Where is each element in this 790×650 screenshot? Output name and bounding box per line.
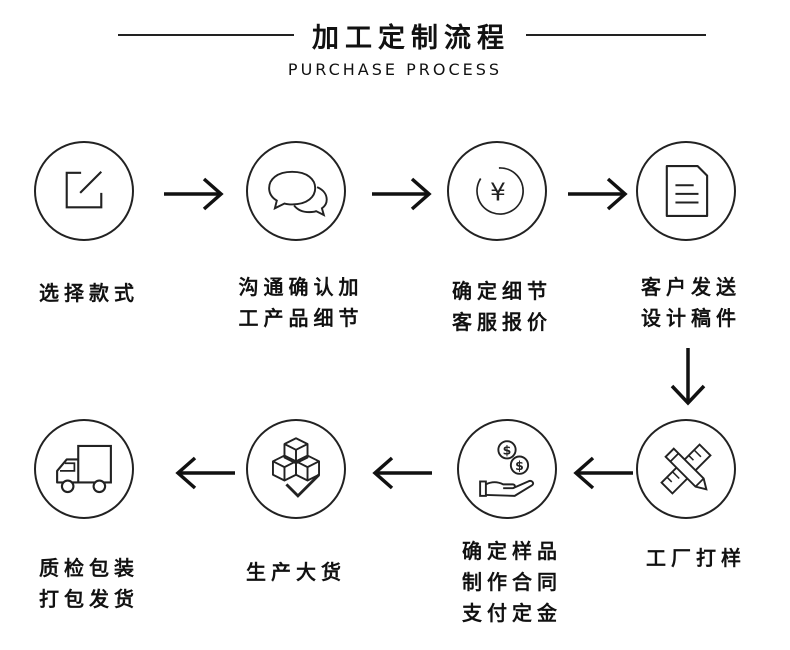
page-subtitle: PURCHASE PROCESS [287, 60, 503, 79]
yen-symbol: ¥ [490, 178, 506, 207]
ruler-pencil-icon [660, 443, 712, 495]
step-8-line-1: 质检包装 [39, 556, 139, 580]
step-8-line-2: 打包发货 [39, 587, 139, 611]
step-6-line-2: 制作合同 [462, 570, 562, 594]
step-4-circle [636, 141, 736, 241]
step-2-label: 沟通确认加 工产品细节 [226, 272, 376, 334]
step-4-line-1: 客户发送 [641, 275, 741, 299]
step-1-circle [34, 141, 134, 241]
step-3-label: 确定细节 客服报价 [437, 276, 567, 338]
step-7-circle [246, 419, 346, 519]
step-6-label: 确定样品 制作合同 支付定金 [442, 536, 582, 629]
step-1-label: 选择款式 [24, 278, 154, 309]
step-3-line-1: 确定细节 [452, 279, 552, 303]
step-4-line-2: 设计稿件 [641, 306, 741, 330]
step-2-line-2: 工产品细节 [238, 306, 364, 330]
step-1-line-1: 选择款式 [39, 281, 139, 305]
svg-text:$: $ [503, 443, 512, 458]
step-4-label: 客户发送 设计稿件 [626, 272, 756, 334]
step-8-circle [34, 419, 134, 519]
step-3-line-2: 客服报价 [452, 310, 552, 334]
svg-text:$: $ [515, 458, 524, 473]
step-6-line-3: 支付定金 [462, 601, 562, 625]
step-5-line-1: 工厂打样 [646, 546, 746, 570]
title-divider-right [526, 34, 706, 36]
step-8-label: 质检包装 打包发货 [24, 553, 154, 615]
header: 加工定制流程 [0, 14, 790, 54]
yen-icon: ¥ [476, 167, 524, 215]
package-check-icon [272, 437, 321, 498]
step-6-line-1: 确定样品 [462, 539, 562, 563]
payment-hand-icon: $ $ [479, 440, 535, 497]
step-7-label: 生产大货 [226, 557, 366, 588]
step-3-circle: ¥ [447, 141, 547, 241]
arrow-left-2 [370, 455, 434, 491]
arrow-right-3 [566, 176, 630, 212]
arrow-down [668, 346, 708, 408]
arrow-right-1 [162, 176, 226, 212]
delivery-truck-icon [56, 444, 112, 494]
chat-bubbles-icon [268, 170, 328, 217]
arrow-left-3 [173, 455, 237, 491]
arrow-left-1 [571, 455, 635, 491]
step-5-circle [636, 419, 736, 519]
arrow-right-2 [370, 176, 434, 212]
step-2-line-1: 沟通确认加 [238, 275, 364, 299]
step-7-line-1: 生产大货 [246, 560, 346, 584]
title-divider-left [118, 34, 294, 36]
step-5-label: 工厂打样 [626, 543, 766, 574]
document-icon [665, 164, 709, 218]
page-title: 加工定制流程 [312, 23, 510, 54]
step-6-circle: $ $ [457, 419, 557, 519]
step-2-circle [246, 141, 346, 241]
edit-icon [65, 171, 103, 209]
